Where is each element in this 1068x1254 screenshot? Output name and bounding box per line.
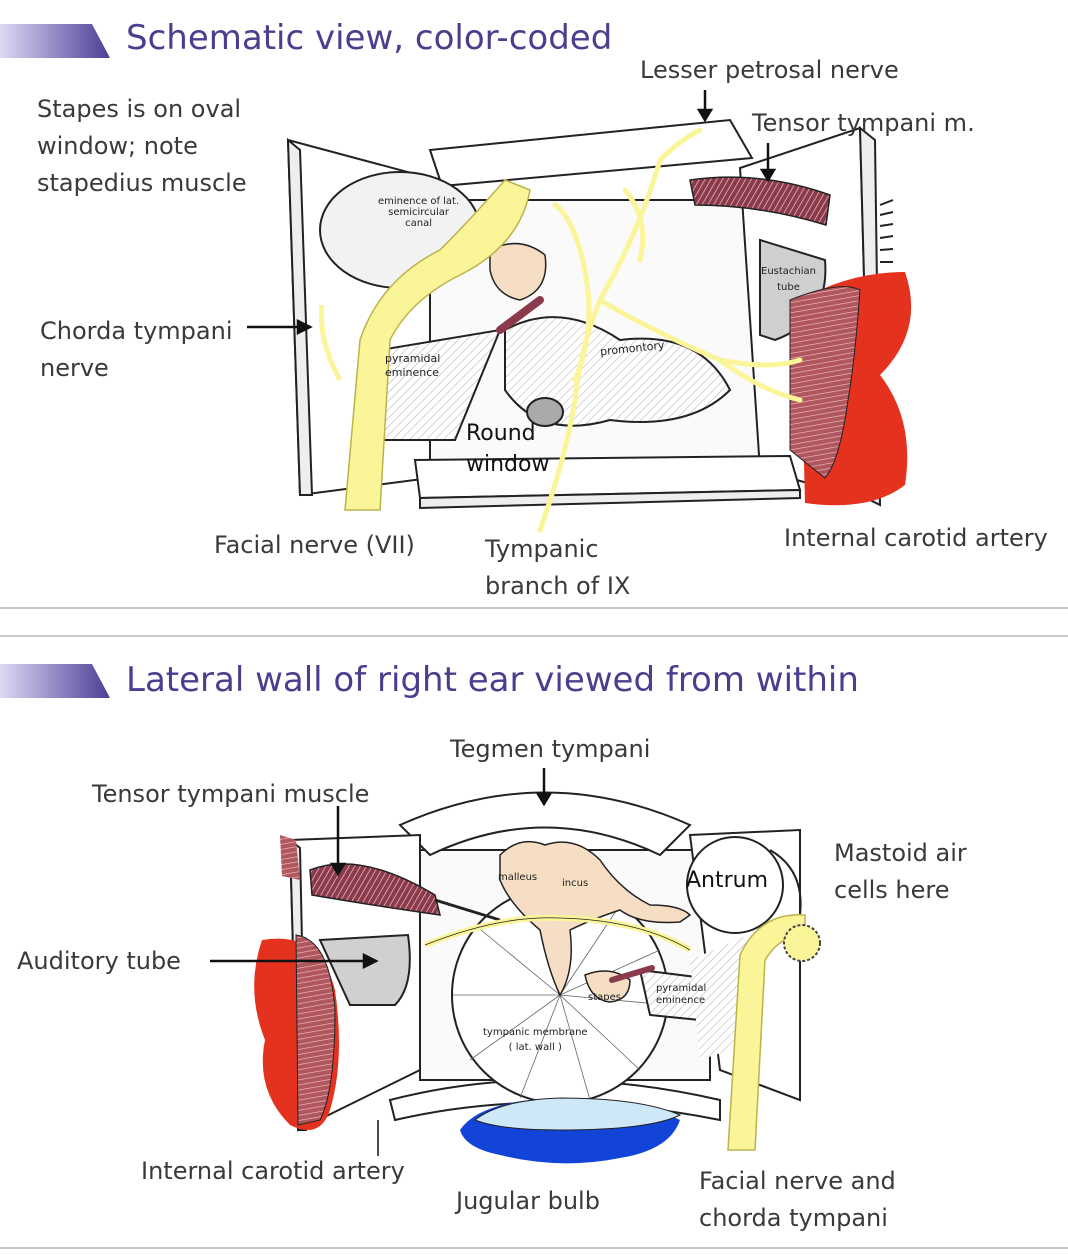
- text-malleus: malleus: [498, 872, 538, 883]
- facial-nerve-top: [344, 179, 531, 511]
- chorda-tympani-outline: [424, 917, 691, 951]
- label-auditory-tube: Auditory tube: [17, 947, 181, 975]
- text-stapes: stapes: [588, 992, 621, 1003]
- label-internal-carotid-bottom: Internal carotid artery: [141, 1157, 405, 1185]
- label-internal-carotid-top: Internal carotid artery: [784, 524, 1048, 552]
- label-lesser-petrosal-nerve: Lesser petrosal nerve: [640, 56, 899, 84]
- tensor-tympani-stub: [280, 835, 300, 880]
- label-antrum: Antrum: [686, 868, 769, 893]
- stapedius-muscle-top: [496, 296, 544, 334]
- bottom-banner: [0, 664, 110, 698]
- label-round-window: Round window: [466, 421, 550, 477]
- label-facial-nerve-chorda: Facial nerve and chorda tympani: [699, 1167, 896, 1232]
- facial-nerve-bottom: [727, 914, 806, 1151]
- label-facial-nerve: Facial nerve (VII): [214, 531, 415, 559]
- label-tegmen-tympani: Tegmen tympani: [450, 735, 651, 763]
- label-stapes-note: Stapes is on oval window; note stapedius…: [37, 95, 247, 197]
- label-chorda-tympani-nerve: Chorda tympani nerve: [40, 317, 233, 382]
- text-incus: incus: [562, 878, 589, 889]
- tensor-tendon: [434, 898, 501, 922]
- stapedius-bottom: [609, 965, 655, 983]
- tensor-tympani-muscle-bottom: [309, 863, 441, 916]
- tensor-tympani-muscle-top: [689, 176, 831, 226]
- stapes-top: [489, 242, 547, 301]
- text-eminence-lat-canal: eminence of lat. semicircular canal: [378, 196, 460, 229]
- facial-nerve-cut-end: [783, 924, 821, 962]
- carotid-canal-wall: [789, 286, 861, 479]
- text-pyramidal-eminence-bottom: pyramidal eminence: [656, 983, 707, 1006]
- text-tympanic-membrane: tympanic membrane ( lat. wall ): [483, 1027, 588, 1053]
- text-eustachian-tube: Eustachian tube: [761, 266, 816, 293]
- label-tympanic-branch: Tympanic branch of IX: [485, 535, 631, 600]
- chorda-tympani-top: [318, 304, 343, 382]
- jugular-fossa: [474, 1097, 682, 1131]
- text-pyramidal-eminence-top: pyramidal eminence: [385, 352, 441, 379]
- arrows: [210, 90, 777, 1156]
- carotid-canal-wall-bottom: [295, 934, 336, 1126]
- label-mastoid-air-cells: Mastoid air cells here: [834, 839, 967, 904]
- label-tensor-tympani-m: Tensor tympani m.: [752, 109, 975, 137]
- bottom-panel-title: Lateral wall of right ear viewed from wi…: [126, 660, 859, 700]
- top-banner: [0, 24, 110, 58]
- tympanic-plexus-top: [537, 127, 803, 533]
- label-jugular-bulb: Jugular bulb: [456, 1187, 600, 1215]
- top-panel-title: Schematic view, color-coded: [126, 18, 613, 58]
- label-tensor-tympani-muscle: Tensor tympani muscle: [92, 780, 370, 808]
